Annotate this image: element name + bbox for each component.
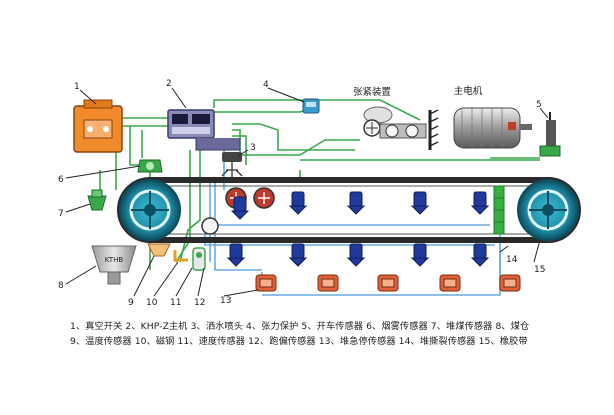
emergency-stop-sensor xyxy=(317,274,339,292)
callout-6: 6 xyxy=(58,175,64,185)
vacuum-switch xyxy=(73,99,123,153)
tear-sensor xyxy=(493,185,505,235)
temperature-sensor xyxy=(147,243,171,257)
deviation-sensors-bottom xyxy=(226,243,490,267)
deviation-sensor xyxy=(288,243,308,267)
callout-10: 10 xyxy=(146,298,158,308)
smoke-sensor xyxy=(137,159,163,173)
start-sensor xyxy=(539,112,561,157)
coal-pile-sensor xyxy=(87,189,107,211)
callout-7: 7 xyxy=(58,209,64,219)
main-motor-label: 主电机 xyxy=(454,85,483,97)
emergency-stop-sensor xyxy=(439,274,461,292)
callout-8: 8 xyxy=(58,281,64,291)
emergency-stop-sensor xyxy=(499,274,521,292)
callout-leaders xyxy=(65,87,549,297)
deviation-sensor xyxy=(346,191,366,215)
coal-bin-tag: KTHB xyxy=(105,256,124,264)
coal-bin: KTHB xyxy=(91,245,137,285)
callout-3: 3 xyxy=(250,143,256,153)
sensor-wiring xyxy=(204,142,501,296)
legend-line-1: 1、真空开关 2、KHP-Z主机 3、洒水喷头 4、张力保护 5、开车传感器 6… xyxy=(70,321,530,332)
khp-host xyxy=(167,109,241,151)
deviation-sensor xyxy=(410,191,430,215)
deviation-sensor xyxy=(346,243,366,267)
callout-numbers: 1 2 3 4 5 6 7 8 9 10 11 12 13 14 15 xyxy=(58,79,545,308)
callout-11: 11 xyxy=(170,298,181,308)
callout-2: 2 xyxy=(166,79,172,89)
callout-15: 15 xyxy=(534,265,545,275)
speed-sensor xyxy=(192,247,206,271)
callout-12: 12 xyxy=(194,298,205,308)
tensioner-device xyxy=(363,106,439,150)
legend-line-2: 9、温度传感器 10、磁钢 11、速度传感器 12、跑偏传感器 13、堆急停传感… xyxy=(70,336,528,347)
tail-drum xyxy=(119,179,181,241)
deviation-sensor xyxy=(470,191,490,215)
emergency-stop-sensor xyxy=(377,274,399,292)
conveyor-belt xyxy=(117,177,581,243)
emergency-stop-sensor xyxy=(255,274,277,292)
callout-9: 9 xyxy=(128,298,134,308)
callout-14: 14 xyxy=(506,255,518,265)
callout-4: 4 xyxy=(263,80,269,90)
water-spray xyxy=(221,152,243,178)
magnet xyxy=(173,250,188,262)
head-drum xyxy=(517,179,579,241)
deviation-sensor xyxy=(226,243,246,267)
tensioner-label: 张紧装置 xyxy=(353,86,391,98)
deviation-sensor xyxy=(288,191,308,215)
main-motor xyxy=(453,107,532,149)
deviation-sensor xyxy=(230,196,250,220)
deviation-sensor xyxy=(410,243,430,267)
deviation-sensor xyxy=(470,243,490,267)
deviation-sensors-top xyxy=(230,191,490,220)
tension-protection xyxy=(302,98,320,114)
callout-13: 13 xyxy=(220,296,231,306)
callout-1: 1 xyxy=(74,82,80,92)
emergency-stop-sensors xyxy=(255,274,521,292)
callout-5: 5 xyxy=(536,100,542,110)
